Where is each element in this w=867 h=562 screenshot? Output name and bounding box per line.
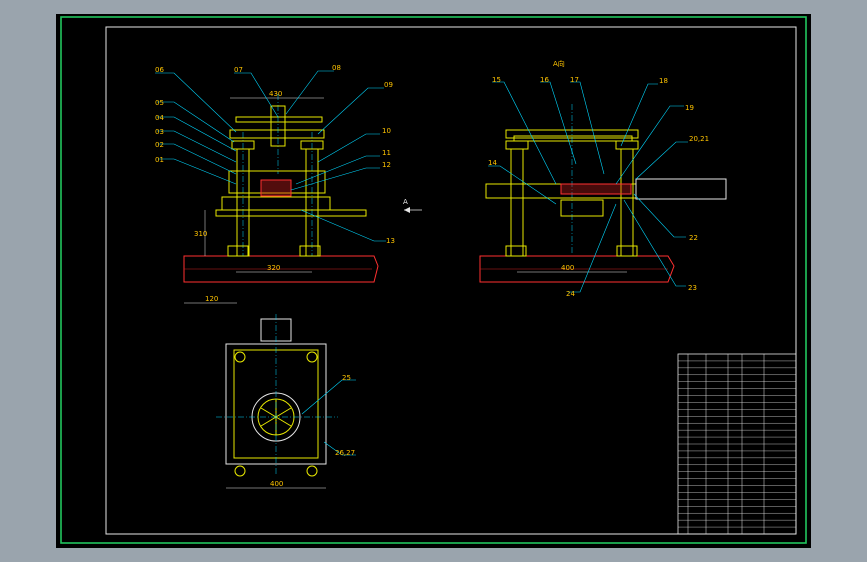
- drawing-sheet: 430 320 120 310 06 05 04 03 02 01 07 08 …: [56, 14, 811, 548]
- side-right-nut: [615, 140, 639, 150]
- label-18: 18: [659, 77, 668, 85]
- label-08: 08: [332, 64, 341, 72]
- label-14: 14: [488, 159, 497, 167]
- front-leaders: [155, 70, 386, 242]
- side-right-column: [620, 148, 634, 257]
- label-03: 03: [155, 128, 164, 136]
- label-16: 16: [540, 76, 549, 84]
- front-workpiece: [215, 209, 367, 217]
- label-12: 12: [382, 161, 391, 169]
- label-06: 06: [155, 66, 164, 74]
- label-15: 15: [492, 76, 501, 84]
- side-view-title: A向: [553, 59, 565, 68]
- top-view: 400 25 26,27: [216, 314, 356, 489]
- label-11: 11: [382, 149, 391, 157]
- label-02: 02: [155, 141, 164, 149]
- label-05: 05: [155, 99, 164, 107]
- label-07: 07: [234, 66, 243, 74]
- cad-drawing: 430 320 120 310 06 05 04 03 02 01 07 08 …: [60, 16, 807, 544]
- label-20-21: 20,21: [689, 135, 709, 143]
- label-25: 25: [342, 374, 351, 382]
- side-leaders: [488, 81, 688, 293]
- front-die-body: [228, 170, 326, 194]
- label-09: 09: [384, 81, 393, 89]
- side-cylinder: [635, 178, 727, 200]
- section-marker: A: [403, 198, 422, 213]
- side-left-foot: [505, 245, 527, 257]
- front-dim-base: 320: [267, 264, 280, 272]
- side-right-foot: [616, 245, 638, 257]
- top-leader-25: [301, 379, 356, 415]
- front-dim-offset: 120: [205, 295, 218, 303]
- front-handwheel: [235, 116, 323, 123]
- side-left-column: [510, 148, 524, 257]
- front-screw: [270, 105, 286, 147]
- top-view-bolt-br: [306, 465, 318, 477]
- title-block: [677, 353, 797, 535]
- label-19: 19: [685, 104, 694, 112]
- side-view: 400 A向 15 16 17 18 19 20,21 14 22 23 24: [479, 59, 727, 298]
- side-lower-die: [560, 199, 604, 217]
- inner-frame: [105, 26, 797, 535]
- top-leader-26: [323, 441, 356, 456]
- side-handwheel: [513, 135, 633, 142]
- side-left-nut: [505, 140, 529, 150]
- front-left-foot: [227, 245, 249, 257]
- front-die-core: [260, 179, 292, 197]
- label-01: 01: [155, 156, 164, 164]
- side-dim-base: 400: [561, 264, 574, 272]
- front-top-plate: [229, 129, 325, 139]
- top-dim-width: 400: [270, 480, 283, 488]
- label-23: 23: [688, 284, 697, 292]
- front-left-nut: [231, 140, 255, 150]
- label-17: 17: [570, 76, 579, 84]
- front-right-foot: [299, 245, 321, 257]
- front-view: 430 320 120 310 06 05 04 03 02 01 07 08 …: [155, 64, 395, 304]
- front-right-nut: [300, 140, 324, 150]
- top-view-bolt-tr: [306, 351, 318, 363]
- front-ground: [183, 255, 379, 283]
- label-24: 24: [566, 290, 575, 298]
- label-22: 22: [689, 234, 698, 242]
- label-26-27: 26,27: [335, 449, 355, 457]
- front-base-plate: [221, 196, 331, 211]
- front-dim-top: 430: [269, 90, 282, 98]
- title-block-rows: [678, 360, 796, 528]
- outer-border: [60, 16, 807, 544]
- top-view-bolt-tl: [234, 351, 246, 363]
- top-view-bolt-bl: [234, 465, 246, 477]
- label-13: 13: [386, 237, 395, 245]
- label-04: 04: [155, 114, 164, 122]
- side-die-core: [560, 183, 632, 195]
- section-marker-label: A: [403, 198, 408, 206]
- label-10: 10: [382, 127, 391, 135]
- front-dim-height: 310: [194, 230, 207, 238]
